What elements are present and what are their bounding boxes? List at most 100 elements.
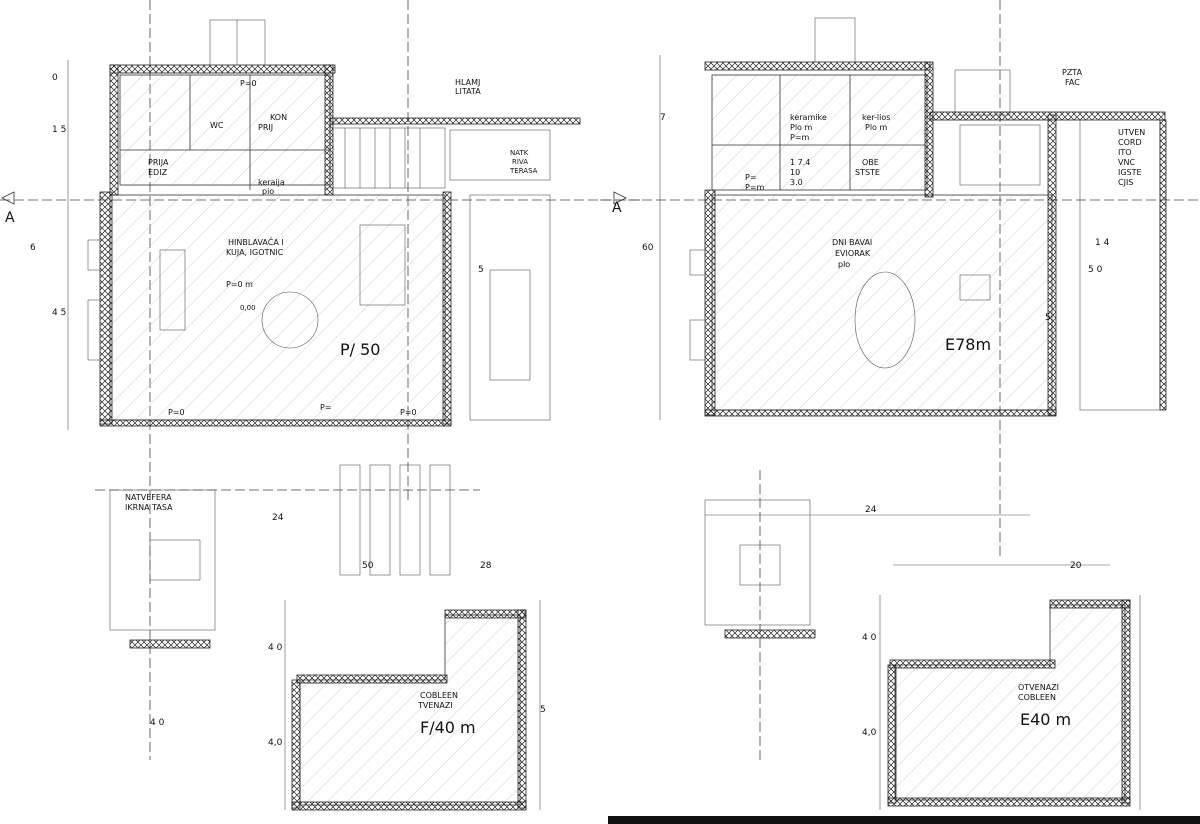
mark: P=: [320, 403, 332, 412]
dim-label: 24: [865, 505, 877, 515]
column: [369, 464, 391, 576]
section-arrow-icon: [1, 191, 15, 205]
room-upper: [119, 74, 331, 186]
stair: [959, 124, 1041, 186]
left-plan: WC KON PRIJ PRIJA EDIZ keraija pio HINBL…: [0, 0, 640, 811]
room-label-prijel: PRIJA: [148, 158, 169, 167]
stair: [329, 127, 446, 189]
wall: [929, 111, 1166, 121]
mark: P=m: [790, 133, 810, 142]
dim-label: 5 0: [1088, 265, 1103, 275]
room-label-kerami2: ker-lios: [862, 113, 890, 122]
room-label-outdoor-r-5: IGSTE: [1118, 168, 1142, 177]
wall: [1049, 599, 1131, 609]
chimney: [954, 69, 1011, 116]
wall: [924, 61, 934, 198]
room-label-stair: HLAMJ: [455, 78, 480, 87]
kerami-label: keraija: [258, 178, 285, 187]
room-label-stair-r-2: FAC: [1065, 78, 1080, 87]
room-label-main-right: DNI BAVAI: [832, 238, 872, 247]
wall: [887, 664, 897, 804]
dim-label: 4 0: [268, 643, 283, 653]
section-marker-a-right: A: [612, 200, 622, 216]
wall: [109, 64, 336, 74]
wall: [129, 639, 211, 649]
room-label-outdoor: COBLEEN: [420, 691, 458, 700]
section-marker-a: A: [5, 210, 15, 226]
room-label-kerami2-2: Plo m: [865, 123, 887, 132]
terrace-right: [704, 499, 811, 626]
room-label-outdoor-r: UTVEN: [1118, 128, 1145, 137]
room-label-outdoor-right-2: COBLEEN: [1018, 693, 1056, 702]
column: [429, 464, 451, 576]
room-label-outdoor-right: OTVENAZI: [1018, 683, 1059, 692]
dim-label: 4,0: [862, 728, 877, 738]
dim-label: 5: [1045, 313, 1051, 323]
wall: [442, 191, 452, 425]
dim-label: 50: [362, 561, 374, 571]
dim-label: 4 5: [52, 308, 66, 318]
wall: [296, 674, 448, 684]
mark: P=0: [400, 408, 417, 417]
room-label-natk-2: RIVA: [512, 158, 528, 166]
room-label-main: HINBLAVAČA I: [228, 236, 284, 247]
room-label-r1: 1 7.4: [790, 158, 810, 167]
room-dining-living: [711, 194, 1053, 411]
area-main-left: P/ 50: [340, 340, 380, 359]
wall: [99, 191, 113, 425]
right-plan: keramike Plo m ker-lios Plo m 1 7.4 10 3…: [600, 0, 1200, 824]
mark: P=0: [168, 408, 185, 417]
wall: [291, 801, 527, 811]
kerami-label-2: pio: [262, 187, 274, 196]
room-label-prijel2: EDIZ: [148, 168, 168, 177]
window: [87, 299, 101, 361]
dim-label: 1 5: [52, 125, 66, 135]
room-label-outdoor-r-4: VNC: [1118, 158, 1135, 167]
column: [489, 269, 531, 381]
wall: [324, 64, 334, 196]
room-label-terasa: NATVEFERA: [125, 493, 172, 502]
window: [689, 249, 706, 276]
room-label-natk-3: TERASA: [509, 167, 538, 175]
room-label-outdoor-r-3: ITO: [1118, 148, 1132, 157]
area-main-right: E78m: [945, 335, 991, 354]
wall: [724, 629, 816, 639]
room-label-kon: KON: [270, 113, 287, 122]
dim-label: 6: [30, 243, 36, 253]
room-label-terasa-2: IKRNA TASA: [125, 503, 173, 512]
wall: [1159, 119, 1167, 411]
window: [87, 239, 101, 271]
room-label-main-right-2: EVIORAK: [835, 249, 871, 258]
cabinet: [959, 274, 991, 301]
wall: [99, 419, 452, 427]
mark: P=0: [240, 79, 257, 88]
dim-label: 28: [480, 561, 492, 571]
dim-label: 24: [272, 513, 284, 523]
wall: [1121, 599, 1131, 804]
room-label-prij: PRIJ: [258, 123, 273, 132]
room-upper-right: [711, 74, 928, 191]
terrace-small: [449, 129, 551, 181]
dim-label: 5: [540, 705, 546, 715]
room-label-main-2: KUJA, IGOTNIC: [226, 248, 284, 257]
dim-label: 20: [1070, 561, 1082, 571]
cabinet: [359, 224, 406, 306]
room-label-kerami1: keramike: [790, 113, 827, 122]
room-label-outdoor-2: TVENAZI: [417, 701, 453, 710]
wall: [329, 117, 581, 125]
section-arrow-icon: [613, 191, 627, 205]
room-label-main-right-p: plo: [838, 260, 850, 269]
room-label-stair-r: PZTA: [1062, 68, 1083, 77]
dim-label: 60: [642, 243, 654, 253]
room-label-main-p: P=0 m: [226, 280, 253, 289]
chimney-top: [814, 17, 856, 63]
bottom-border: [608, 816, 1200, 824]
wall: [109, 64, 119, 196]
room-label-r2-2: STSTE: [855, 168, 880, 177]
wall: [517, 609, 527, 809]
room-label-r1-2: 10: [790, 168, 800, 177]
stair-lower: [739, 544, 781, 586]
mark: P=m: [745, 183, 765, 192]
wall: [704, 189, 716, 416]
